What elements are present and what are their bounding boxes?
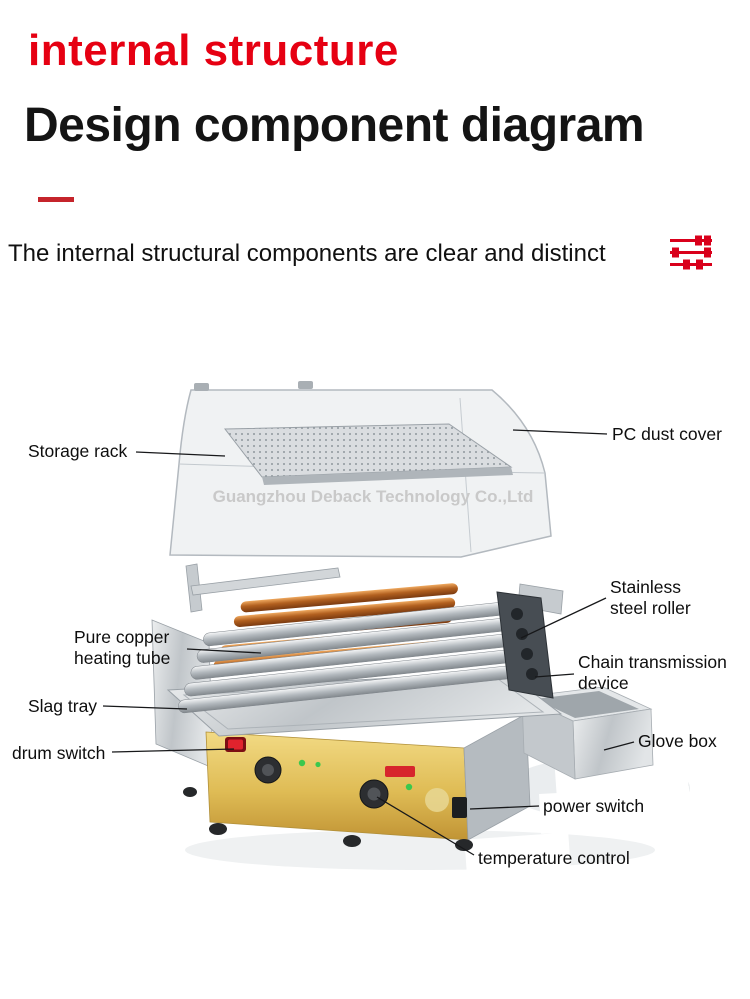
watermark-text: Guangzhou Deback Technology Co.,Ltd: [212, 487, 534, 506]
leader-stainless-roller: [520, 597, 607, 639]
leader-drum-switch: [111, 748, 235, 753]
panel-graphic: [425, 788, 449, 812]
indicator-led: [298, 759, 306, 767]
label-power-switch: power switch: [543, 796, 645, 816]
label-temperature-control: temperature control: [478, 848, 630, 868]
label-stainless-steel-roller: Stainless steel roller: [610, 577, 691, 618]
label-storage-rack: Storage rack: [28, 441, 128, 461]
leader-storage-rack: [135, 451, 226, 457]
leader-copper-tube: [186, 648, 262, 654]
leader-chain-device: [534, 673, 575, 678]
machine-foot: [209, 823, 227, 835]
brand-logo-block: [385, 766, 415, 777]
label-glove-box: Glove box: [638, 731, 717, 751]
machine-foot: [343, 835, 361, 847]
cover-hinge-left: [194, 383, 209, 391]
main-title: Design component diagram: [24, 99, 645, 152]
glove-box-shape: [520, 686, 654, 780]
subtitle-text: The internal structural components are c…: [8, 240, 606, 267]
label-pure-copper-heating-tube: Pure copper heating tube: [74, 627, 171, 668]
indicator-led: [405, 783, 413, 791]
leader-pc-dust-cover: [512, 429, 608, 435]
label-drum-switch: drum switch: [12, 743, 106, 763]
red-dash-divider: [38, 197, 74, 202]
leader-slag-tray: [102, 705, 188, 710]
label-pc-dust-cover: PC dust cover: [612, 424, 722, 444]
leader-lines: [102, 429, 635, 856]
red-title: internal structure: [28, 26, 399, 75]
label-slag-tray: Slag tray: [28, 696, 98, 716]
indicator-led: [315, 761, 321, 768]
label-chain-transmission-device: Chain transmission device: [578, 652, 727, 693]
leader-glove-box: [603, 741, 635, 751]
leader-temperature-control: [376, 796, 475, 856]
power-switch-shape: [452, 797, 467, 818]
machine-foot: [455, 839, 473, 851]
leader-power-switch: [469, 805, 540, 810]
adjust-sliders-icon: [670, 235, 712, 270]
control-panel-details: [225, 737, 467, 818]
cover-hinge-mid: [298, 381, 313, 389]
stainless-rollers-shape: [177, 599, 528, 714]
machine-foot: [183, 787, 197, 797]
storage-rack-shape: [224, 423, 513, 485]
